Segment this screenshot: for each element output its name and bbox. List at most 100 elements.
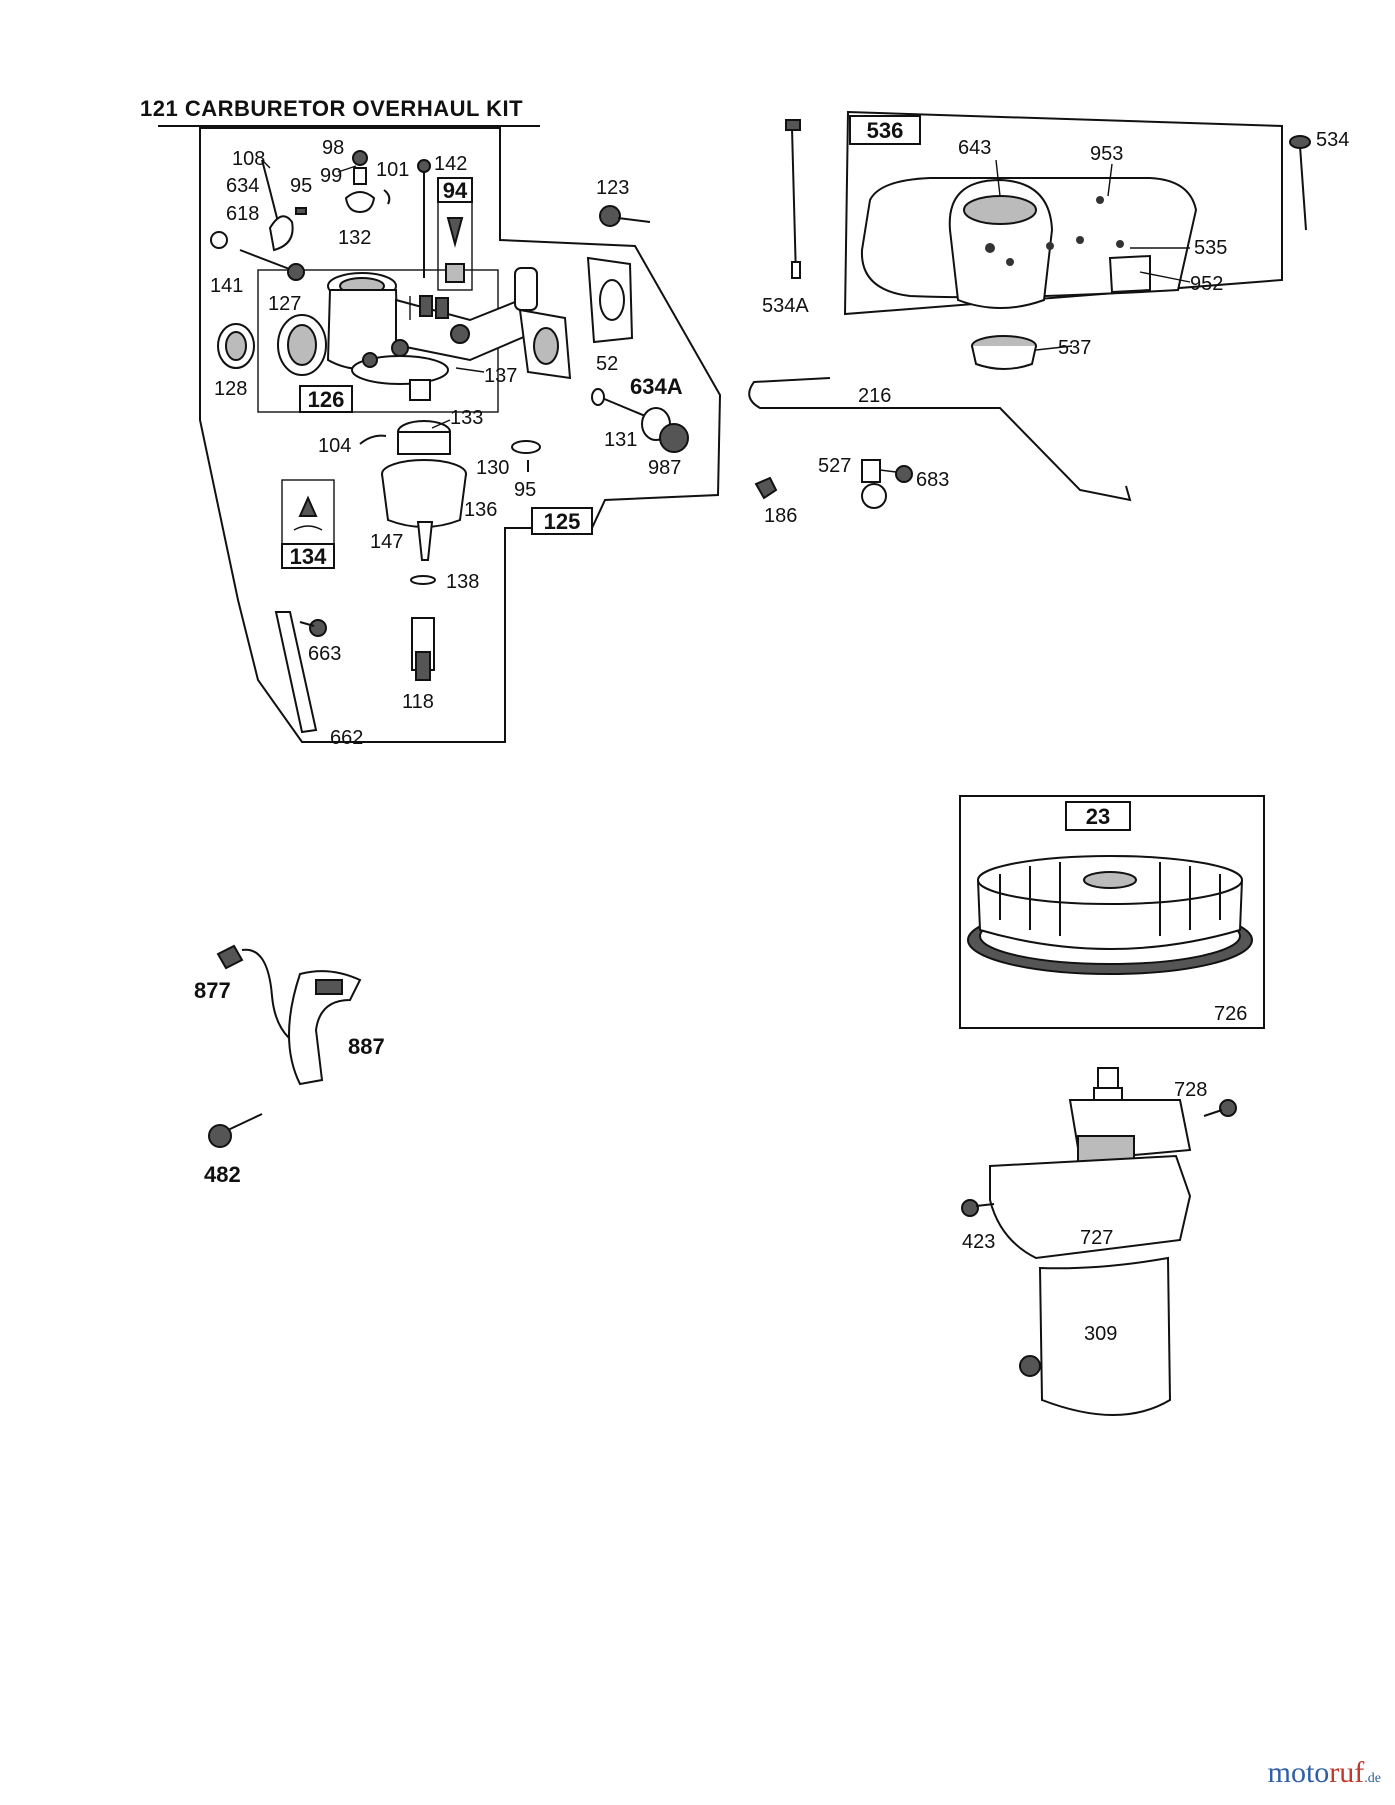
watermark-logo: motoruf.de [1267, 1756, 1381, 1789]
screw-423-icon [961, 1199, 979, 1217]
shaft-141-icon [239, 249, 293, 271]
box-label-125 [531, 507, 593, 535]
part-label-727: 727 [1080, 1227, 1113, 1249]
spring-618-icon [210, 231, 228, 249]
svg-text:134: 134 [290, 544, 327, 569]
part-label-618: 618 [226, 203, 259, 225]
part-label-423: 423 [962, 1231, 995, 1253]
box-label-134 [281, 543, 335, 569]
lever-132-icon [344, 191, 376, 214]
screw-663-icon [309, 619, 327, 637]
part-label-95: 95 [290, 175, 312, 197]
part-label-216: 216 [858, 385, 891, 407]
fuel-tank-box [843, 110, 1283, 316]
outlet-952-icon [1108, 254, 1151, 294]
svg-text:23: 23 [1086, 804, 1110, 829]
part-label-634a: 634A [630, 374, 683, 399]
part-label-663: 663 [308, 643, 341, 665]
nut-987-icon [659, 423, 689, 453]
part-label-52: 52 [596, 353, 618, 375]
box-label-536 [849, 115, 921, 145]
bracket-662-icon [274, 611, 318, 734]
shaft-131-icon [601, 397, 651, 419]
governor-link-group: 216 186 527 683 [748, 377, 1132, 527]
starter-mount-727-icon [989, 1154, 1192, 1260]
connector-877-icon [216, 944, 244, 970]
part-label-133: 133 [450, 407, 483, 429]
box-label-126 [299, 385, 353, 413]
armature-887-icon [288, 970, 362, 1086]
link-634-icon [268, 215, 294, 252]
bracket-527-icon [861, 459, 881, 483]
flywheel-box [959, 795, 1265, 1029]
svg-text:125: 125 [544, 509, 581, 534]
spring-94-icon [445, 263, 465, 283]
box-label-23 [1065, 801, 1131, 831]
part-label-138: 138 [446, 571, 479, 593]
part-label-482: 482 [204, 1162, 241, 1187]
part-label-643: 643 [958, 137, 991, 159]
part-label-127: 127 [268, 293, 301, 315]
part-label-634: 634 [226, 175, 259, 197]
needle-valve-icon [298, 495, 318, 517]
part-label-952: 952 [1190, 273, 1223, 295]
part-label-123: 123 [596, 177, 629, 199]
terminal-icon [1019, 1355, 1041, 1377]
starter-motor-309-icon [1038, 1256, 1172, 1416]
bolt-534-icon [1299, 145, 1307, 231]
flywheel-group: 23 726 [959, 795, 1265, 1029]
carburetor-group: 121 CARBURETOR OVERHAUL KIT 126 125 94 1… [140, 96, 722, 749]
part-label-147: 147 [370, 531, 403, 553]
svg-text:94: 94 [443, 178, 468, 203]
part-label-534: 534 [1316, 129, 1349, 151]
fuel-nozzle-icon [514, 267, 538, 311]
part-label-130: 130 [476, 457, 509, 479]
starter-pinion-top-icon [1097, 1067, 1119, 1089]
part-label-186: 186 [764, 505, 797, 527]
pin-101-icon [383, 189, 391, 205]
svg-text:536: 536 [867, 118, 904, 143]
part-label-662: 662 [330, 727, 363, 749]
part-label-132: 132 [338, 227, 371, 249]
ignition-group: 877 887 482 [194, 944, 385, 1187]
part-label-309: 309 [1084, 1323, 1117, 1345]
screw-98-icon [352, 150, 368, 166]
seal-138-icon [410, 575, 436, 585]
svg-text:126: 126 [308, 387, 345, 412]
part-label-128: 128 [214, 378, 247, 400]
dipstick-534a-icon [791, 127, 797, 279]
screw-94-icon [446, 217, 464, 248]
part-label-104: 104 [318, 435, 351, 457]
fuel-tank-group: 536 534A 643 953 534 535 952 537 [762, 110, 1349, 370]
part-label-98: 98 [322, 137, 344, 159]
part-label-683: 683 [916, 469, 949, 491]
washer-95-icon [295, 207, 307, 215]
part-label-136: 136 [464, 499, 497, 521]
part-label-95b: 95 [514, 479, 536, 501]
part-label-137: 137 [484, 365, 517, 387]
part-label-877: 877 [194, 978, 231, 1003]
part-label-726: 726 [1214, 1003, 1247, 1025]
flywheel-hub-icon [1083, 871, 1137, 889]
part-label-987: 987 [648, 457, 681, 479]
bolt-482-icon [208, 1124, 232, 1148]
spring-99-icon [353, 167, 367, 185]
part-label-537: 537 [1058, 337, 1091, 359]
box-label-94 [437, 177, 473, 203]
pin-104-icon [359, 434, 387, 445]
part-label-142: 142 [434, 153, 467, 175]
part-label-527: 527 [818, 455, 851, 477]
bolt-728-icon [1219, 1099, 1237, 1117]
clip-186-icon [754, 476, 778, 500]
part-label-131: 131 [604, 429, 637, 451]
diagram-title: 121 CARBURETOR OVERHAUL KIT [140, 96, 523, 121]
starter-group: 728 423 727 309 [961, 1067, 1237, 1416]
part-label-101: 101 [376, 159, 409, 181]
part-label-535: 535 [1194, 237, 1227, 259]
part-label-141: 141 [210, 275, 243, 297]
part-label-953: 953 [1090, 143, 1123, 165]
clip-icon [293, 525, 323, 531]
screw-683-icon [895, 465, 913, 483]
